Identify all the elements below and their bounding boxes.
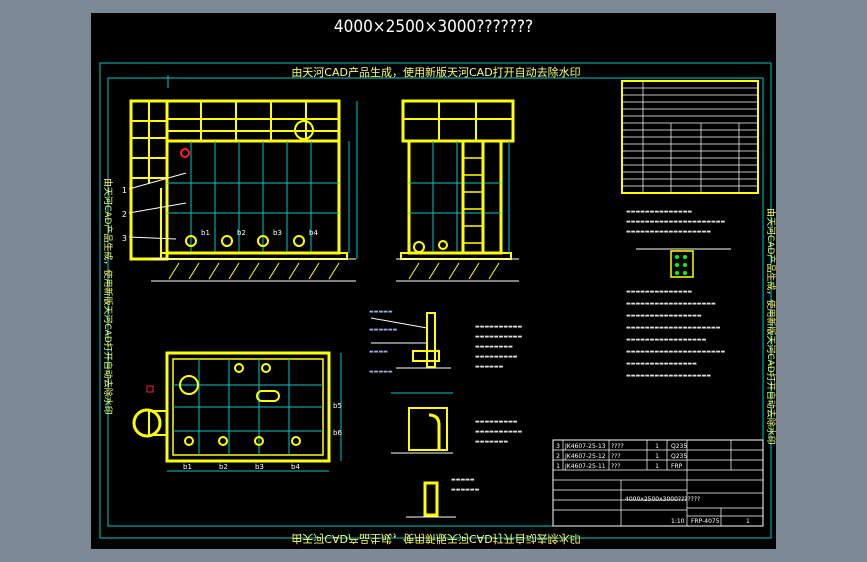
plan-b3-label: b3 <box>255 463 264 471</box>
leader-1-label: 1 <box>122 186 127 195</box>
title-block-code: FRP-4075 <box>691 518 720 525</box>
bom-row2-qty: 1 <box>655 453 659 460</box>
drawing-sheet: 4000×2500×3000??????? 由天河CAD产品生成，使用新版天河C… <box>91 13 776 549</box>
bom-and-title-block: 3 JK4607-25-13 ???? 1 Q235 2 JK4607-25-1… <box>552 439 764 527</box>
svg-text:▬▬▬▬▬▬▬: ▬▬▬▬▬▬▬ <box>475 439 508 445</box>
svg-text:▬▬▬▬▬▬: ▬▬▬▬▬▬ <box>475 364 504 370</box>
svg-text:▬▬▬▬▬▬▬▬▬▬: ▬▬▬▬▬▬▬▬▬▬ <box>475 324 523 330</box>
nozzle-b3-label: b3 <box>273 229 282 237</box>
svg-text:▬▬▬▬▬▬▬▬▬▬▬▬▬▬: ▬▬▬▬▬▬▬▬▬▬▬▬▬▬ <box>626 209 692 215</box>
watermark-bottom: 由天河CAD产品生成，使用新版天河CAD打开自动去除水印 <box>291 532 580 546</box>
plan-b4-label: b4 <box>291 463 300 471</box>
outer-border <box>99 62 772 539</box>
bom-row3-code: JK4607-25-11 <box>564 463 606 470</box>
plan-b6-label: b6 <box>333 429 342 437</box>
bom-row3-no: 1 <box>556 463 560 470</box>
inner-border <box>107 77 764 527</box>
svg-text:▬▬▬▬▬▬: ▬▬▬▬▬▬ <box>369 327 398 333</box>
plan-b2-label: b2 <box>219 463 228 471</box>
svg-text:▬▬▬▬▬▬▬▬▬▬▬▬▬▬▬▬▬▬: ▬▬▬▬▬▬▬▬▬▬▬▬▬▬▬▬▬▬ <box>626 229 711 235</box>
bom-row1-mat: Q235 <box>671 443 687 450</box>
svg-text:▬▬▬▬▬▬▬▬▬▬▬▬▬▬▬▬▬▬▬▬▬: ▬▬▬▬▬▬▬▬▬▬▬▬▬▬▬▬▬▬▬▬▬ <box>626 219 725 225</box>
nozzle-b4-label: b4 <box>309 229 318 237</box>
svg-text:▬▬▬▬▬▬▬▬▬▬: ▬▬▬▬▬▬▬▬▬▬ <box>475 334 523 340</box>
technical-notes: ▬▬▬▬▬▬▬▬▬▬▬▬▬▬ ▬▬▬▬▬▬▬▬▬▬▬▬▬▬▬▬▬▬▬▬▬ ▬▬▬… <box>626 209 725 379</box>
svg-text:▬▬▬▬▬▬: ▬▬▬▬▬▬ <box>451 487 480 493</box>
detail-views: ▬▬▬▬▬▬▬▬▬▬▬▬▬▬▬▬▬▬▬▬ ▬▬▬▬▬▬▬▬▬▬▬▬▬▬▬▬▬▬▬… <box>369 309 523 518</box>
plan-b1-label: b1 <box>183 463 192 471</box>
svg-text:▬▬▬▬▬▬▬▬: ▬▬▬▬▬▬▬▬ <box>475 344 513 350</box>
svg-text:▬▬▬▬▬: ▬▬▬▬▬ <box>451 477 475 483</box>
svg-text:▬▬▬▬: ▬▬▬▬ <box>369 349 388 355</box>
bom-row2-mat: Q235 <box>671 453 687 460</box>
bom-row1-code: JK4607-25-13 <box>564 443 606 450</box>
leader-3-label: 3 <box>122 234 127 243</box>
svg-text:▬▬▬▬▬▬▬▬▬▬▬▬▬▬▬: ▬▬▬▬▬▬▬▬▬▬▬▬▬▬▬ <box>626 361 697 367</box>
nozzle-b1-label: b1 <box>201 229 210 237</box>
bom-row2-name: ??? <box>611 453 621 460</box>
plan-view: b1 b2 b3 b4 b5 b6 <box>132 351 342 472</box>
bom-row3-mat: FRP <box>671 463 683 470</box>
svg-text:▬▬▬▬▬▬▬▬▬: ▬▬▬▬▬▬▬▬▬ <box>475 354 518 360</box>
bom-row1-name: ???? <box>611 443 624 450</box>
svg-text:▬▬▬▬▬▬▬▬▬▬▬▬▬▬▬▬▬▬▬▬▬: ▬▬▬▬▬▬▬▬▬▬▬▬▬▬▬▬▬▬▬▬▬ <box>626 349 725 355</box>
svg-text:▬▬▬▬▬▬▬▬▬▬▬▬▬▬▬▬: ▬▬▬▬▬▬▬▬▬▬▬▬▬▬▬▬ <box>626 313 702 319</box>
plan-b5-label: b5 <box>333 402 342 410</box>
side-elevation-view <box>396 99 519 282</box>
nozzle-b2-label: b2 <box>237 229 246 237</box>
bom-row1-qty: 1 <box>655 443 659 450</box>
bom-row2-no: 2 <box>556 453 560 460</box>
title-block-scale: 1:10 <box>671 518 685 525</box>
svg-text:▬▬▬▬▬▬▬▬▬▬▬▬▬▬▬▬▬▬: ▬▬▬▬▬▬▬▬▬▬▬▬▬▬▬▬▬▬ <box>626 373 711 379</box>
title-block-sheet: 1 <box>746 518 750 525</box>
bom-row3-name: ??? <box>611 463 621 470</box>
material-legend <box>636 248 731 278</box>
svg-text:▬▬▬▬▬: ▬▬▬▬▬ <box>369 309 393 315</box>
front-elevation-view: 1 2 3 b1 b2 b3 b4 <box>122 99 358 282</box>
drawing-title: 4000×2500×3000??????? <box>333 17 534 37</box>
bom-row3-qty: 1 <box>655 463 659 470</box>
svg-text:▬▬▬▬▬▬▬▬▬: ▬▬▬▬▬▬▬▬▬ <box>475 419 518 425</box>
svg-text:▬▬▬▬▬▬▬▬▬▬▬▬▬▬: ▬▬▬▬▬▬▬▬▬▬▬▬▬▬ <box>626 289 692 295</box>
svg-text:▬▬▬▬▬▬▬▬▬▬▬▬▬▬▬▬▬▬▬: ▬▬▬▬▬▬▬▬▬▬▬▬▬▬▬▬▬▬▬ <box>626 301 716 307</box>
bom-row1-no: 3 <box>556 443 560 450</box>
watermark-right: 由天河CAD产品生成，使用新版天河CAD打开自动去除水印 <box>765 208 776 445</box>
watermark-left: 由天河CAD产品生成，使用新版天河CAD打开自动去除水印 <box>102 178 114 415</box>
tech-spec-table <box>621 80 759 194</box>
leader-2-label: 2 <box>122 210 127 219</box>
svg-text:▬▬▬▬▬▬▬▬▬▬▬▬▬▬▬▬▬▬▬▬: ▬▬▬▬▬▬▬▬▬▬▬▬▬▬▬▬▬▬▬▬ <box>626 325 721 331</box>
title-block-drawing-name: 4000x2500x3000??????? <box>625 496 700 503</box>
watermark-top: 由天河CAD产品生成，使用新版天河CAD打开自动去除水印 <box>291 65 580 79</box>
svg-text:▬▬▬▬▬▬▬▬▬▬: ▬▬▬▬▬▬▬▬▬▬ <box>475 429 523 435</box>
svg-text:▬▬▬▬▬▬▬▬▬▬▬▬▬▬▬▬▬: ▬▬▬▬▬▬▬▬▬▬▬▬▬▬▬▬▬ <box>626 337 707 343</box>
bom-row2-code: JK4607-25-12 <box>564 453 606 460</box>
cad-drawing: 由天河CAD产品生成，使用新版天河CAD打开自动去除水印 由天河CAD产品生成，… <box>99 62 776 546</box>
svg-text:▬▬▬▬▬: ▬▬▬▬▬ <box>369 369 393 375</box>
